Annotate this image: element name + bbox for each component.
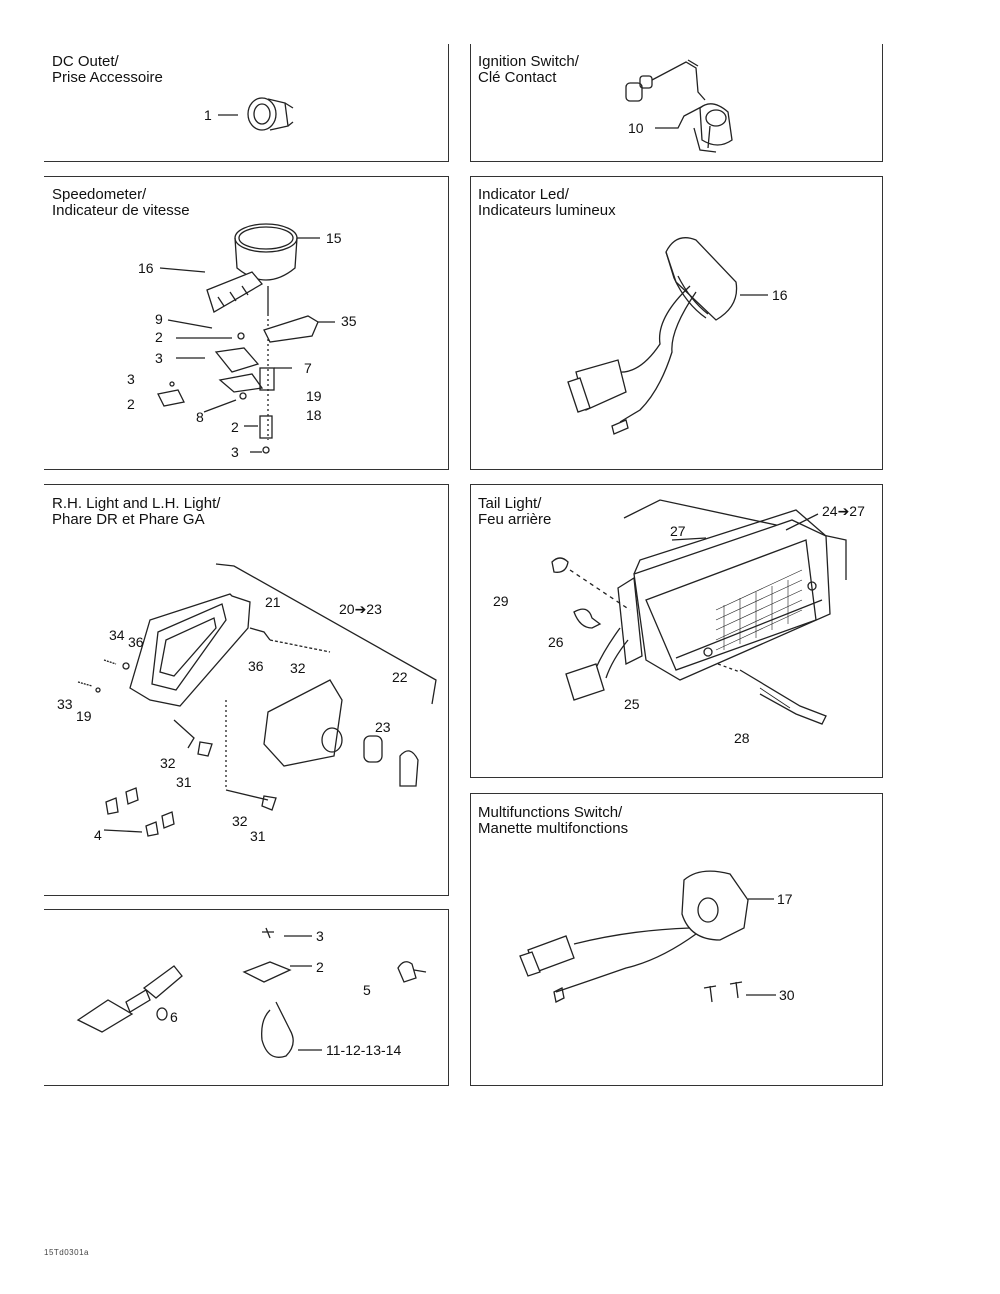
callout-dc-outlet: 1 (204, 107, 212, 123)
panel-multifunction-switch (470, 793, 883, 1086)
callout-speedo-15: 15 (326, 230, 342, 246)
panel-speedometer (44, 176, 449, 470)
callout-speedo-2c: 2 (231, 419, 239, 435)
title-fr: Phare DR et Phare GA (52, 511, 205, 528)
speedometer-drawing (157, 223, 335, 454)
callout-head-33: 33 (57, 696, 73, 712)
multifunction-switch-drawing (519, 870, 776, 1003)
callout-head-23: 23 (375, 719, 391, 735)
callout-head-31b: 31 (250, 828, 266, 844)
headlights-drawing (77, 563, 437, 837)
callout-ignition: 10 (628, 120, 644, 136)
title-fr: Prise Accessoire (52, 69, 163, 86)
callout-tail-27: 27 (670, 523, 686, 539)
title-en: DC Outet/ (52, 53, 119, 70)
callout-head-36a: 36 (128, 634, 144, 650)
callout-speedo-3a: 3 (155, 350, 163, 366)
callout-speedo-19: 19 (306, 388, 322, 404)
tail-light-title: Tail Light/ Feu arrière (478, 496, 551, 528)
ignition-title: Ignition Switch/ Clé Contact (478, 54, 579, 86)
title-en: R.H. Light and L.H. Light/ (52, 495, 221, 512)
title-en: Indicator Led/ (478, 186, 569, 203)
callout-multi-17: 17 (777, 891, 793, 907)
panel-misc-parts (44, 909, 449, 1086)
indicator-led-drawing (567, 237, 768, 435)
title-fr: Feu arrière (478, 511, 552, 528)
title-fr: Manette multifonctions (478, 820, 629, 837)
callout-speedo-2a: 2 (155, 329, 163, 345)
callout-speedo-7: 7 (304, 360, 312, 376)
headlights-title: R.H. Light and L.H. Light/ Phare DR et P… (52, 496, 220, 528)
callout-tail-25: 25 (624, 696, 640, 712)
callout-head-22: 22 (392, 669, 408, 685)
title-en: Tail Light/ (478, 495, 542, 512)
title-fr: Indicateur de vitesse (52, 202, 190, 219)
panel-headlights (44, 484, 449, 896)
dc-outlet-drawing (218, 97, 294, 131)
callout-speedo-3c: 3 (231, 444, 239, 460)
callout-speedo-16: 16 (138, 260, 154, 276)
callout-head-32c: 32 (232, 813, 248, 829)
panel-indicator-led (470, 176, 883, 470)
callout-tail-26: 26 (548, 634, 564, 650)
callout-head-21: 21 (265, 594, 281, 610)
callout-head-36b: 36 (248, 658, 264, 674)
callout-tail-29: 29 (493, 593, 509, 609)
title-fr: Indicateurs lumineux (478, 202, 616, 219)
callout-speedo-8: 8 (196, 409, 204, 425)
callout-tail-24-27: 24➔27 (822, 503, 865, 519)
callout-misc-2: 2 (316, 959, 324, 975)
callout-tail-28: 28 (734, 730, 750, 746)
title-en: Speedometer/ (52, 186, 147, 203)
callout-speedo-18: 18 (306, 407, 322, 423)
figure-code: 15Td0301a (44, 1248, 89, 1257)
callout-head-19: 19 (76, 708, 92, 724)
callout-head-4: 4 (94, 827, 102, 843)
indicator-led-title: Indicator Led/ Indicateurs lumineux (478, 187, 616, 219)
callout-led-16: 16 (772, 287, 788, 303)
title-en: Ignition Switch/ (478, 53, 579, 70)
callout-misc-6: 6 (170, 1009, 178, 1025)
speedometer-title: Speedometer/ Indicateur de vitesse (52, 187, 190, 219)
tail-light-drawing (551, 499, 847, 725)
panel-ignition-switch (470, 44, 883, 162)
title-en: Multifunctions Switch/ (478, 804, 623, 821)
callout-head-20-23: 20➔23 (339, 601, 382, 617)
misc-parts-drawing (76, 927, 427, 1058)
callout-multi-30: 30 (779, 987, 795, 1003)
multifunction-title: Multifunctions Switch/ Manette multifonc… (478, 805, 628, 837)
panel-dc-outlet (44, 44, 449, 162)
callout-speedo-35: 35 (341, 313, 357, 329)
callout-speedo-2b: 2 (127, 396, 135, 412)
callout-speedo-3b: 3 (127, 371, 135, 387)
callout-misc-11-14: 11-12-13-14 (326, 1042, 402, 1058)
callout-head-31a: 31 (176, 774, 192, 790)
callout-head-34: 34 (109, 627, 125, 643)
callout-speedo-9: 9 (155, 311, 163, 327)
dc-outlet-title: DC Outet/ Prise Accessoire (52, 54, 163, 86)
callout-misc-5: 5 (363, 982, 371, 998)
callout-misc-3: 3 (316, 928, 324, 944)
title-fr: Clé Contact (478, 69, 557, 86)
ignition-switch-drawing (625, 59, 733, 153)
callout-head-32b: 32 (160, 755, 176, 771)
callout-head-32a: 32 (290, 660, 306, 676)
